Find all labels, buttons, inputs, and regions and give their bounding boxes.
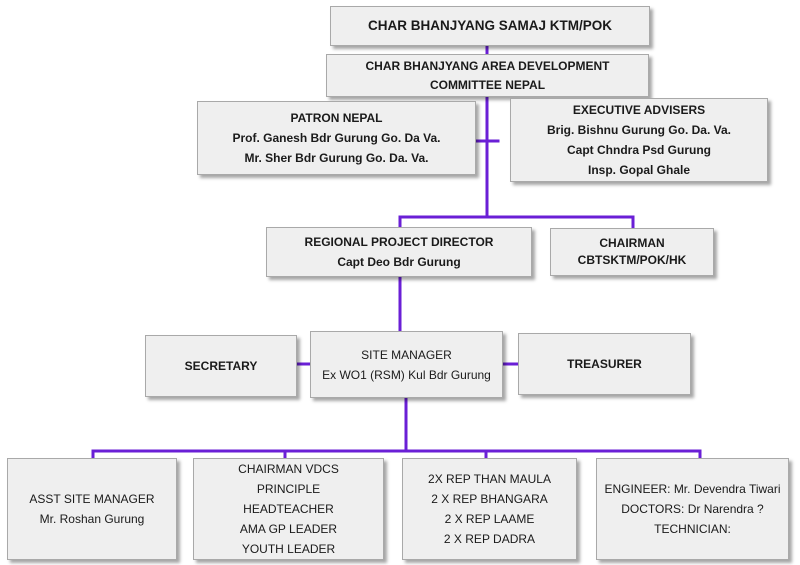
- asst-site-manager-heading: ASST SITE MANAGER: [29, 492, 155, 506]
- regional-director-box: REGIONAL PROJECT DIRECTOR Capt Deo Bdr G…: [266, 227, 532, 277]
- staff-item: DOCTORS: Dr Narendra ?: [621, 502, 764, 516]
- treasurer-box: TREASURER: [518, 333, 691, 395]
- regional-director-name: Capt Deo Bdr Gurung: [337, 255, 461, 269]
- staff-item: ENGINEER: Mr. Devendra Tiwari: [604, 482, 781, 496]
- chairman-org: CBTSKTM/POK/HK: [577, 253, 687, 267]
- site-manager-name: Ex WO1 (RSM) Kul Bdr Gurung: [322, 367, 491, 382]
- committee-line-1: CHAR BHANJYANG AREA DEVELOPMENT: [365, 58, 610, 73]
- chairman-box: CHAIRMAN CBTSKTM/POK/HK: [550, 228, 714, 276]
- adviser-member: Insp. Gopal Ghale: [587, 163, 691, 177]
- leader-item: AMA GP LEADER: [239, 522, 338, 536]
- leader-item: YOUTH LEADER: [241, 542, 336, 556]
- leader-item: CHAIRMAN VDCS: [238, 462, 339, 476]
- rep-item: 2 X REP DADRA: [443, 532, 536, 546]
- patron-member: Mr. Sher Bdr Gurung Go. Da. Va.: [244, 151, 429, 165]
- treasurer-label: TREASURER: [567, 357, 642, 371]
- advisers-heading: EXECUTIVE ADVISERS: [572, 103, 706, 117]
- regional-director-heading: REGIONAL PROJECT DIRECTOR: [304, 235, 494, 249]
- org-title: CHAR BHANJYANG SAMAJ KTM/POK: [367, 18, 613, 33]
- asst-site-manager-name: Mr. Roshan Gurung: [39, 512, 145, 526]
- local-leaders-box: CHAIRMAN VDCS PRINCIPLE HEADTEACHER AMA …: [193, 458, 384, 560]
- executive-advisers-box: EXECUTIVE ADVISERS Brig. Bishnu Gurung G…: [510, 98, 768, 182]
- adviser-member: Brig. Bishnu Gurung Go. Da. Va.: [546, 123, 731, 137]
- leader-item: PRINCIPLE: [256, 482, 321, 496]
- patron-member: Prof. Ganesh Bdr Gurung Go. Da Va.: [232, 131, 441, 145]
- technical-staff-box: ENGINEER: Mr. Devendra Tiwari DOCTORS: D…: [596, 458, 789, 560]
- secretary-box: SECRETARY: [145, 335, 297, 397]
- staff-item: TECHNICIAN:: [654, 522, 731, 536]
- patron-heading: PATRON NEPAL: [290, 111, 383, 125]
- rep-item: 2 X REP LAAME: [444, 512, 535, 526]
- leader-item: HEADTEACHER: [243, 502, 334, 516]
- chairman-heading: CHAIRMAN: [599, 236, 665, 250]
- adviser-member: Capt Chndra Psd Gurung: [567, 143, 711, 157]
- rep-item: 2X REP THAN MAULA: [428, 472, 551, 486]
- site-manager-box: SITE MANAGER Ex WO1 (RSM) Kul Bdr Gurung: [310, 331, 503, 398]
- site-manager-heading: SITE MANAGER: [361, 347, 452, 362]
- village-reps-box: 2X REP THAN MAULA 2 X REP BHANGARA 2 X R…: [402, 458, 577, 560]
- secretary-label: SECRETARY: [184, 359, 258, 373]
- committee-line-2: COMMITTEE NEPAL: [429, 77, 546, 92]
- committee-box: CHAR BHANJYANG AREA DEVELOPMENT COMMITTE…: [326, 54, 649, 97]
- patron-box: PATRON NEPAL Prof. Ganesh Bdr Gurung Go.…: [197, 101, 476, 175]
- asst-site-manager-box: ASST SITE MANAGER Mr. Roshan Gurung: [7, 458, 177, 560]
- rep-item: 2 X REP BHANGARA: [431, 492, 548, 506]
- title-box: CHAR BHANJYANG SAMAJ KTM/POK: [330, 6, 650, 46]
